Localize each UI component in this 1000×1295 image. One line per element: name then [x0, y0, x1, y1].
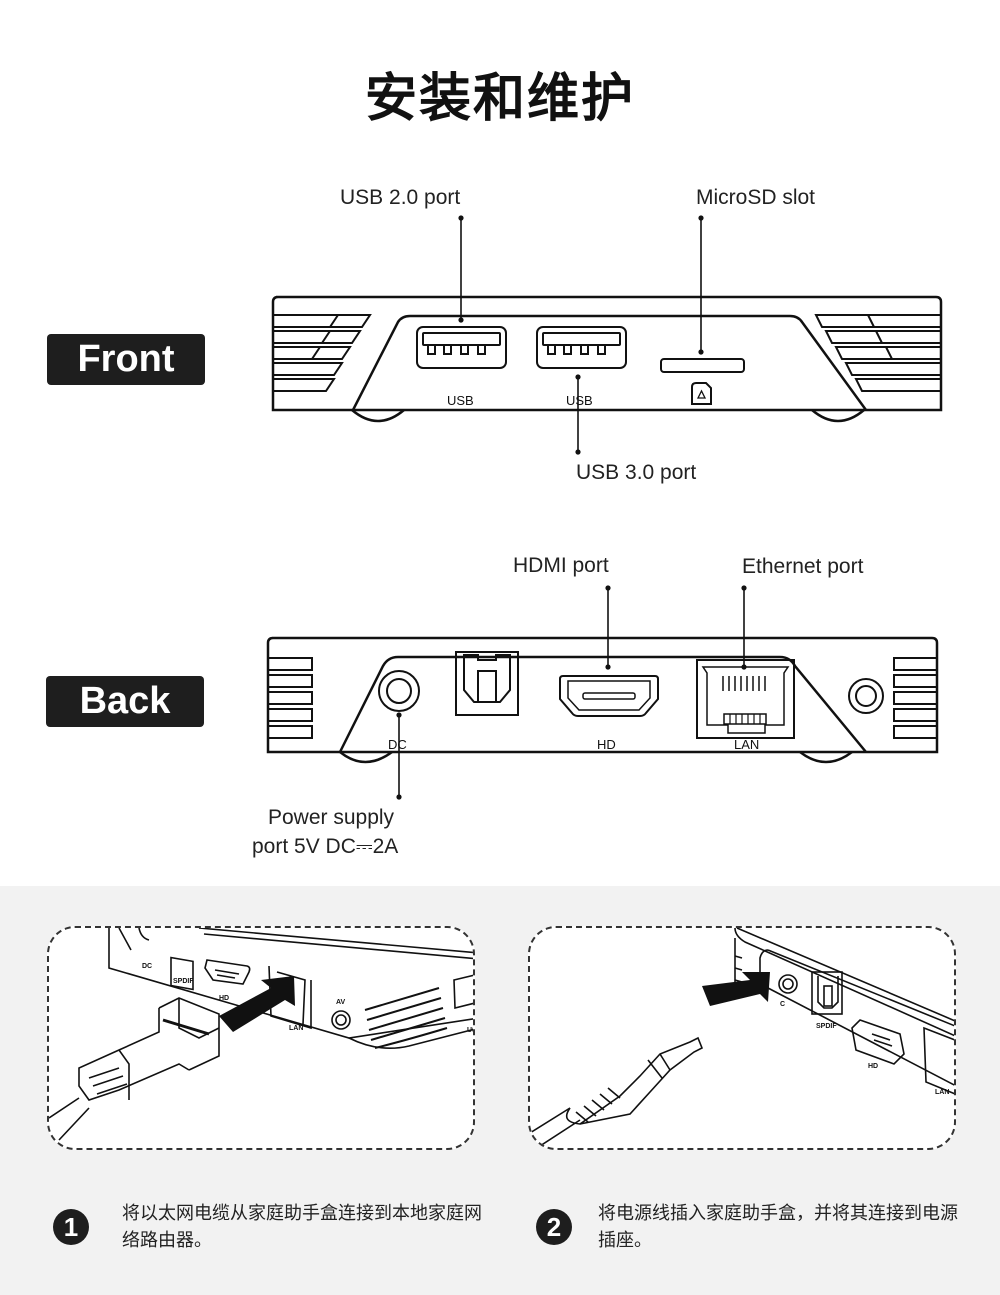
front-right-vents [814, 314, 941, 392]
front-badge: Front [47, 334, 205, 385]
front-panel-outline [351, 314, 868, 411]
sd-card-icon [691, 382, 712, 405]
sd-triangle-icon [696, 389, 707, 399]
ill2-dc-label: C [780, 1001, 785, 1008]
box-top-edge [198, 928, 473, 954]
ill2-hd-label: HD [868, 1063, 878, 1070]
ill1-lan-label: LAN [289, 1025, 303, 1032]
step-1-text: 将以太网电缆从家庭助手盒连接到本地家庭网络路由器。 [122, 1203, 482, 1251]
back-device-body [266, 636, 939, 754]
step-1-number-badge: 1 [53, 1209, 89, 1245]
insert-arrow-icon [219, 976, 295, 1032]
ill1-av-label: AV [336, 999, 346, 1006]
hdmi-callout-label: HDMI port [513, 554, 609, 577]
ill1-spdif-label: SPDIF [173, 978, 194, 985]
rj45-plug [158, 997, 220, 1071]
ill1-dc-label: DC [142, 963, 152, 970]
back-right-foot [799, 751, 853, 764]
power-install-illustration: C SPDIF HD LAN [528, 926, 956, 1150]
usb-port-label-1: USB [447, 393, 474, 408]
front-device-diagram: USB USB [266, 215, 943, 800]
front-right-foot [811, 409, 865, 423]
insert-arrow-icon [702, 972, 770, 1006]
hd-port-label: HD [597, 737, 616, 752]
ethernet-port [696, 659, 795, 739]
usb3-port [536, 326, 627, 369]
dc-port-label: DC [388, 737, 407, 752]
power-callout-label-line1: Power supply [268, 806, 395, 829]
step-2-number-badge: 2 [536, 1209, 572, 1245]
microsd-slot [660, 358, 745, 373]
usb3-callout-label: USB 3.0 port [576, 461, 697, 484]
front-left-foot [351, 409, 405, 423]
ill2-lan-label: LAN [935, 1089, 949, 1096]
power-callout-label-line2: port 5V DC⎓2A [252, 835, 399, 858]
step-2-text: 将电源线插入家庭助手盒，并将其连接到电源插座。 [598, 1203, 958, 1251]
back-left-vents [268, 657, 313, 739]
back-panel-outline [338, 655, 867, 753]
lan-port-label: LAN [734, 737, 759, 752]
back-badge: Back [46, 676, 204, 727]
front-device-body [271, 295, 943, 412]
usb2-callout-label: USB 2.0 port [340, 186, 461, 209]
front-left-vents [273, 314, 372, 392]
hdmi-port [559, 675, 659, 717]
ethernet-callout-label: Ethernet port [742, 555, 864, 578]
usb2-port [416, 326, 507, 369]
ethernet-install-illustration: DC SPDIF HD LAN AV US [47, 926, 475, 1150]
front-callout-lines [460, 218, 702, 452]
spdif-port [455, 651, 519, 716]
ill2-spdif-label: SPDIF [816, 1023, 837, 1030]
microsd-callout-label: MicroSD slot [696, 186, 816, 209]
back-callout-lines [398, 588, 745, 797]
ill1-usb-label: US [467, 1027, 475, 1034]
page-title: 安装和维护 [364, 69, 635, 129]
box-top-edge [734, 928, 954, 1037]
usb-port-label-2: USB [566, 393, 593, 408]
dc-plug-cable [530, 1107, 581, 1147]
ill1-hd-label: HD [219, 995, 229, 1002]
back-left-foot [339, 750, 393, 764]
dc-power-jack [378, 670, 420, 712]
back-round-button [848, 678, 884, 714]
back-right-vents [893, 657, 937, 739]
